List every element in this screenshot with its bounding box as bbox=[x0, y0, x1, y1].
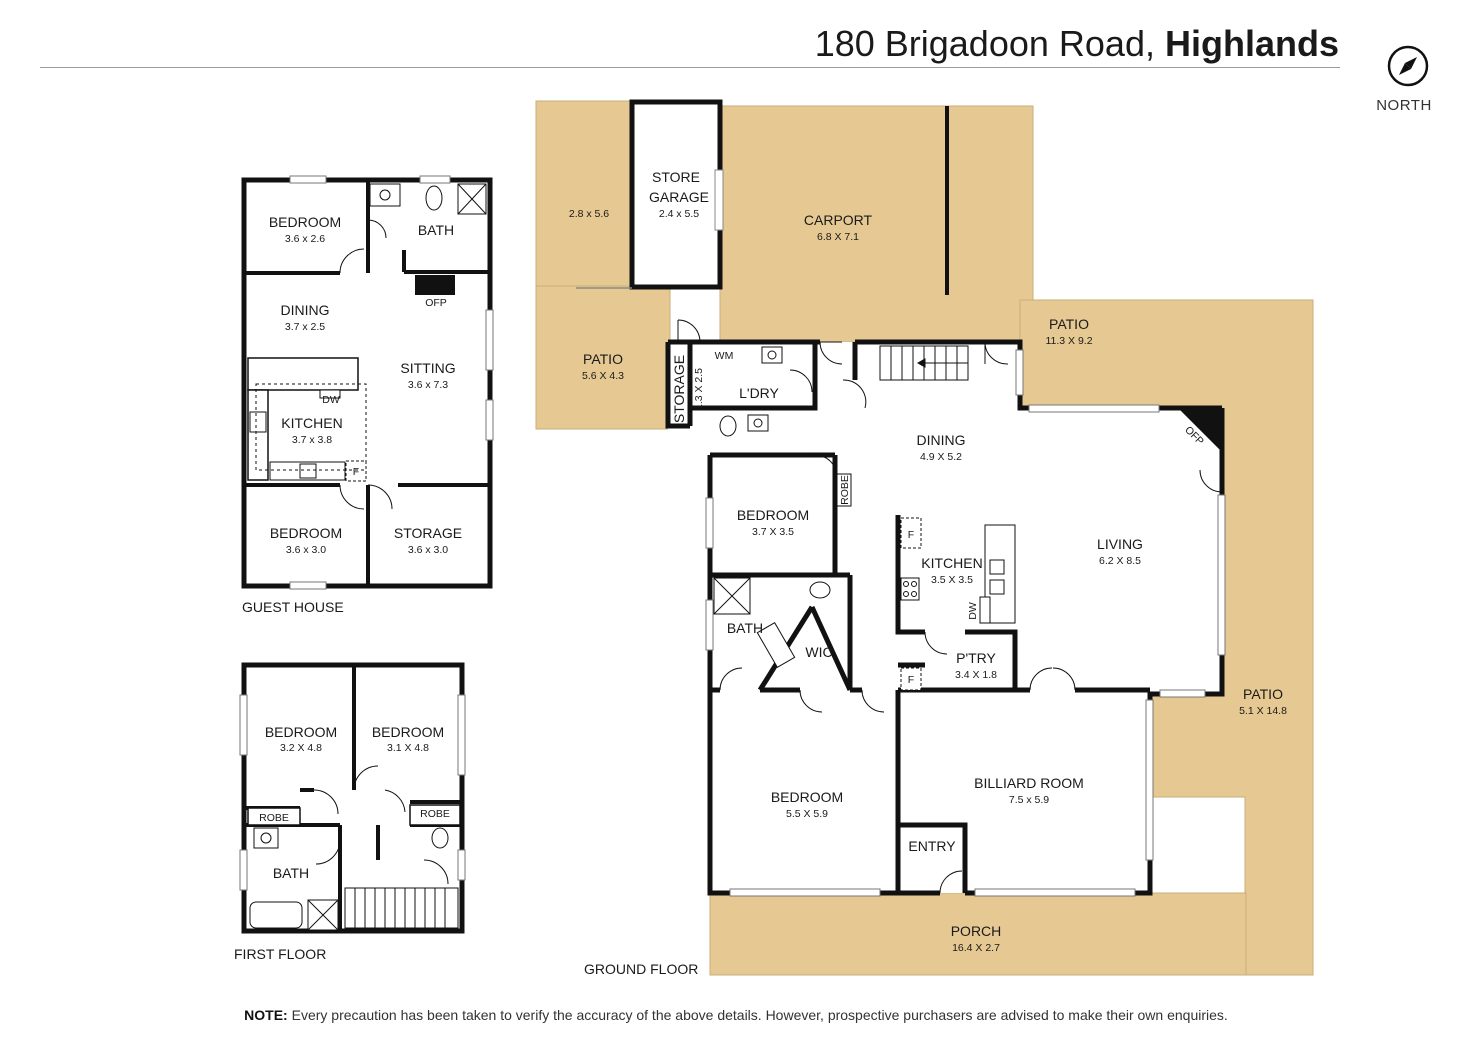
g-billiard-name: BILLIARD ROOM bbox=[974, 775, 1084, 791]
gh-kitchen-name: KITCHEN bbox=[281, 415, 342, 431]
gh-storage-name: STORAGE bbox=[394, 525, 462, 541]
g-carport-name: CARPORT bbox=[804, 212, 873, 228]
g-bedroom-1-dims: 3.7 X 3.5 bbox=[752, 526, 794, 538]
gh-storage-dims: 3.6 x 3.0 bbox=[408, 544, 448, 556]
g-store-name: STORE bbox=[652, 169, 700, 185]
guest-house-plan bbox=[241, 175, 494, 590]
g-living-name: LIVING bbox=[1097, 536, 1143, 552]
g-wic-name: WIC bbox=[805, 644, 832, 660]
north-compass-icon bbox=[1374, 44, 1434, 93]
carport-area bbox=[719, 105, 1034, 343]
g-laundry-name: L'DRY bbox=[739, 385, 779, 401]
patio-area-west bbox=[535, 285, 671, 430]
address-text: 180 Brigadoon Road, bbox=[814, 23, 1155, 64]
compass-label: NORTH bbox=[1376, 97, 1432, 114]
note-text: Every precaution has been taken to verif… bbox=[287, 1007, 1228, 1023]
first-floor-plan bbox=[239, 662, 466, 934]
ground-windows bbox=[705, 349, 1226, 897]
disclaimer-note: NOTE: Every precaution has been taken to… bbox=[0, 1007, 1472, 1023]
gh-dining-dims: 3.7 x 2.5 bbox=[285, 321, 325, 333]
ff-robe-2-name: ROBE bbox=[420, 808, 450, 820]
g-billiard-dims: 7.5 x 5.9 bbox=[1009, 794, 1049, 806]
gh-sitting-dims: 3.6 x 7.3 bbox=[408, 379, 448, 391]
g-patio-1-dims: 5.6 X 4.3 bbox=[582, 370, 624, 382]
first-floor-label: FIRST FLOOR bbox=[234, 946, 326, 962]
gh-dw-name: DW bbox=[322, 394, 340, 406]
ff-bedroom-2-name: BEDROOM bbox=[372, 724, 444, 740]
g-pantry-dims: 3.4 X 1.8 bbox=[955, 669, 997, 681]
g-robe-name: ROBE bbox=[839, 475, 851, 505]
g-patio-2-name: PATIO bbox=[1049, 316, 1089, 332]
ff-bedroom-2-dims: 3.1 X 4.8 bbox=[387, 742, 429, 754]
gh-bedroom-1-name: BEDROOM bbox=[269, 214, 341, 230]
gh-bedroom-1-dims: 3.6 x 2.6 bbox=[285, 233, 325, 245]
g-side-dims: 2.8 x 5.6 bbox=[569, 208, 609, 220]
g-kitchen-name: KITCHEN bbox=[921, 555, 982, 571]
porch-area bbox=[709, 892, 1247, 976]
page-title: 180 Brigadoon Road, Highlands bbox=[815, 20, 1339, 68]
g-entry-name: ENTRY bbox=[908, 838, 956, 854]
ff-bedroom-1-dims: 3.2 X 4.8 bbox=[280, 742, 322, 754]
guest-house-label: GUEST HOUSE bbox=[242, 599, 344, 615]
gh-kitchen-dims: 3.7 x 3.8 bbox=[292, 434, 332, 446]
g-storage-dims: 1.3 X 2.5 bbox=[693, 368, 705, 410]
g-kitchen-dims: 3.5 X 3.5 bbox=[931, 574, 973, 586]
note-label: NOTE: bbox=[244, 1007, 288, 1023]
gh-dining-name: DINING bbox=[281, 302, 330, 318]
g-patio-3-name: PATIO bbox=[1243, 686, 1283, 702]
ground-stairs bbox=[879, 345, 969, 381]
g-dining-dims: 4.9 X 5.2 bbox=[920, 451, 962, 463]
ground-ofp-fireplace-icon bbox=[1178, 408, 1222, 452]
ground-doors bbox=[677, 319, 1223, 894]
gh-bedroom-2-dims: 3.6 x 3.0 bbox=[286, 544, 326, 556]
g-porch-name: PORCH bbox=[951, 923, 1002, 939]
g-patio-1-name: PATIO bbox=[583, 351, 623, 367]
g-bath-name: BATH bbox=[727, 620, 763, 636]
g-patio-3-dims: 5.1 X 14.8 bbox=[1239, 705, 1287, 717]
g-store-garage-dims: 2.4 x 5.5 bbox=[659, 208, 699, 220]
g-dw-name: DW bbox=[967, 602, 979, 620]
ff-bath-name: BATH bbox=[273, 865, 309, 881]
gh-bath-name: BATH bbox=[418, 222, 454, 238]
g-f-2-name: F bbox=[908, 674, 914, 686]
g-pantry-name: P'TRY bbox=[956, 650, 996, 666]
plan-titles: GUEST HOUSE FIRST FLOOR GROUND FLOOR bbox=[234, 599, 698, 977]
g-bedroom-1-name: BEDROOM bbox=[737, 507, 809, 523]
gh-bedroom-2-name: BEDROOM bbox=[270, 525, 342, 541]
suburb-text: Highlands bbox=[1164, 23, 1339, 64]
ff-robe-1-name: ROBE bbox=[259, 812, 289, 824]
ground-floor-interior bbox=[668, 342, 1222, 893]
store-garage-walls bbox=[629, 99, 723, 290]
gh-ofp-name: OFP bbox=[425, 297, 447, 309]
header-rule bbox=[40, 67, 1340, 68]
ff-bedroom-1-name: BEDROOM bbox=[265, 724, 337, 740]
gh-f-name: F bbox=[353, 466, 359, 478]
ground-fixtures bbox=[713, 346, 1016, 691]
g-storage-name: STORAGE bbox=[671, 355, 687, 423]
room-labels: BEDROOM 3.6 x 2.6 BATH OFP DINING 3.7 x … bbox=[259, 169, 1287, 954]
gh-sitting-name: SITTING bbox=[400, 360, 455, 376]
g-carport-dims: 6.8 X 7.1 bbox=[817, 231, 859, 243]
outdoor-areas bbox=[535, 100, 1314, 976]
g-dining-name: DINING bbox=[917, 432, 966, 448]
g-bedroom-2-dims: 5.5 X 5.9 bbox=[786, 808, 828, 820]
g-patio-2-dims: 11.3 X 9.2 bbox=[1045, 335, 1092, 347]
g-f-1-name: F bbox=[908, 529, 914, 541]
g-living-dims: 6.2 X 8.5 bbox=[1099, 555, 1141, 567]
g-bedroom-2-name: BEDROOM bbox=[771, 789, 843, 805]
g-garage-name: GARAGE bbox=[649, 189, 709, 205]
g-wm-name: WM bbox=[715, 350, 734, 362]
ground-floor-label: GROUND FLOOR bbox=[584, 961, 698, 977]
g-porch-dims: 16.4 X 2.7 bbox=[952, 942, 1000, 954]
